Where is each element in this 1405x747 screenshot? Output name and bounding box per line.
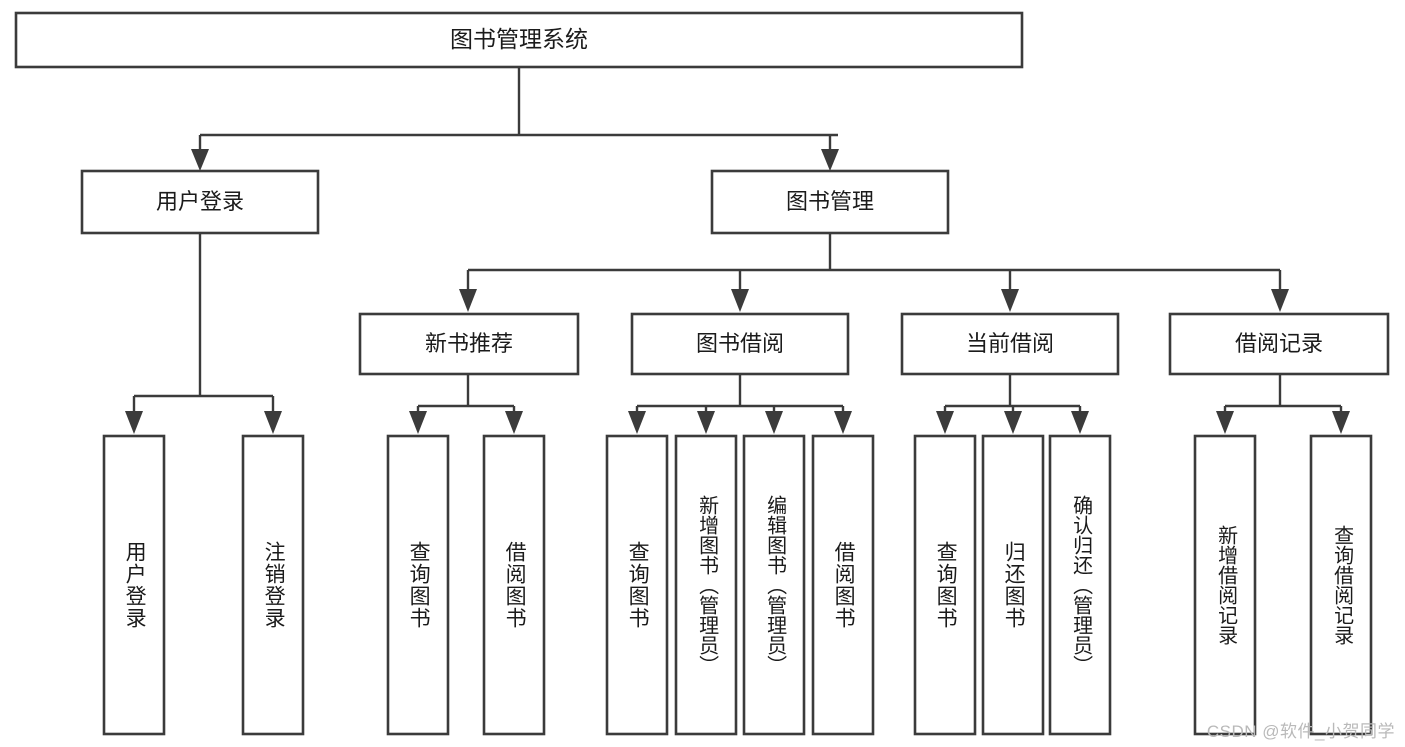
arrow-to-leaf-bb-borrow-book [834, 411, 852, 434]
node-leaf-nbr-borrow-book-box[interactable] [482, 434, 546, 736]
node-new-book-recommend-box[interactable] [358, 312, 580, 376]
arrow-to-borrow-record [1271, 289, 1289, 312]
node-root-label: 图书管理系统 [450, 26, 588, 52]
node-book-manage-label: 图书管理 [786, 189, 874, 214]
arrow-to-leaf-br-add-record [1216, 411, 1234, 434]
node-leaf-cb-query-book-box[interactable] [913, 434, 977, 736]
node-root-box[interactable] [14, 11, 1024, 69]
csdn-watermark: CSDN @软件_小贺同学 [1206, 722, 1395, 741]
node-leaf-bb-query-book-box[interactable] [605, 434, 669, 736]
node-user-login-label: 用户登录 [156, 189, 244, 214]
node-leaf-nbr-query-book-box[interactable] [386, 434, 450, 736]
node-current-borrow-label: 当前借阅 [966, 331, 1054, 356]
connector-layer [125, 67, 1350, 434]
arrow-to-new-book-recommend [459, 289, 477, 312]
node-leaf-br-query-record-box[interactable] [1309, 434, 1373, 736]
node-leaf-user-login-box[interactable] [102, 434, 166, 736]
node-root[interactable]: 图书管理系统 [14, 11, 1024, 69]
arrow-to-user-login [191, 149, 209, 171]
arrow-to-leaf-nbr-query-book [409, 411, 427, 434]
arrow-to-leaf-br-query-record [1332, 411, 1350, 434]
node-borrow-record-box[interactable] [1168, 312, 1390, 376]
arrow-to-leaf-bb-add-book [697, 411, 715, 434]
node-new-book-recommend-label: 新书推荐 [425, 331, 513, 356]
node-leaf-user-logout-box[interactable] [241, 434, 305, 736]
node-current-borrow[interactable]: 当前借阅 [900, 312, 1120, 376]
node-book-borrow[interactable]: 图书借阅 [630, 312, 850, 376]
node-leaf-cb-confirm-return-box[interactable] [1048, 434, 1112, 736]
node-book-manage[interactable]: 图书管理 [710, 169, 950, 235]
node-user-login[interactable]: 用户登录 [80, 169, 320, 235]
arrow-to-leaf-user-logout [264, 411, 282, 434]
node-leaf-bb-edit-book-box[interactable] [742, 434, 806, 736]
node-book-manage-box[interactable] [710, 169, 950, 235]
arrow-to-leaf-bb-edit-book [765, 411, 783, 434]
node-layer: 图书管理系统 用户登录 图书管理 新书推荐 图书借阅 当前 [14, 11, 1390, 736]
node-user-login-box[interactable] [80, 169, 320, 235]
node-leaf-br-add-record-box[interactable] [1193, 434, 1257, 736]
node-new-book-recommend[interactable]: 新书推荐 [358, 312, 580, 376]
node-leaf-bb-borrow-book-box[interactable] [811, 434, 875, 736]
node-leaf-cb-return-book-box[interactable] [981, 434, 1045, 736]
node-leaf-bb-add-book-box[interactable] [674, 434, 738, 736]
node-current-borrow-box[interactable] [900, 312, 1120, 376]
arrow-to-leaf-nbr-borrow-book [505, 411, 523, 434]
arrow-to-leaf-cb-confirm-return [1071, 411, 1089, 434]
node-book-borrow-label: 图书借阅 [696, 331, 784, 356]
node-borrow-record-label: 借阅记录 [1235, 331, 1323, 356]
arrow-to-book-borrow [731, 289, 749, 312]
arrow-to-leaf-bb-query-book [628, 411, 646, 434]
arrow-to-leaf-user-login [125, 411, 143, 434]
arrow-to-book-manage [821, 149, 839, 171]
arrow-to-leaf-cb-query-book [936, 411, 954, 434]
arrow-to-current-borrow [1001, 289, 1019, 312]
node-borrow-record[interactable]: 借阅记录 [1168, 312, 1390, 376]
node-book-borrow-box[interactable] [630, 312, 850, 376]
arrow-to-leaf-cb-return-book [1004, 411, 1022, 434]
